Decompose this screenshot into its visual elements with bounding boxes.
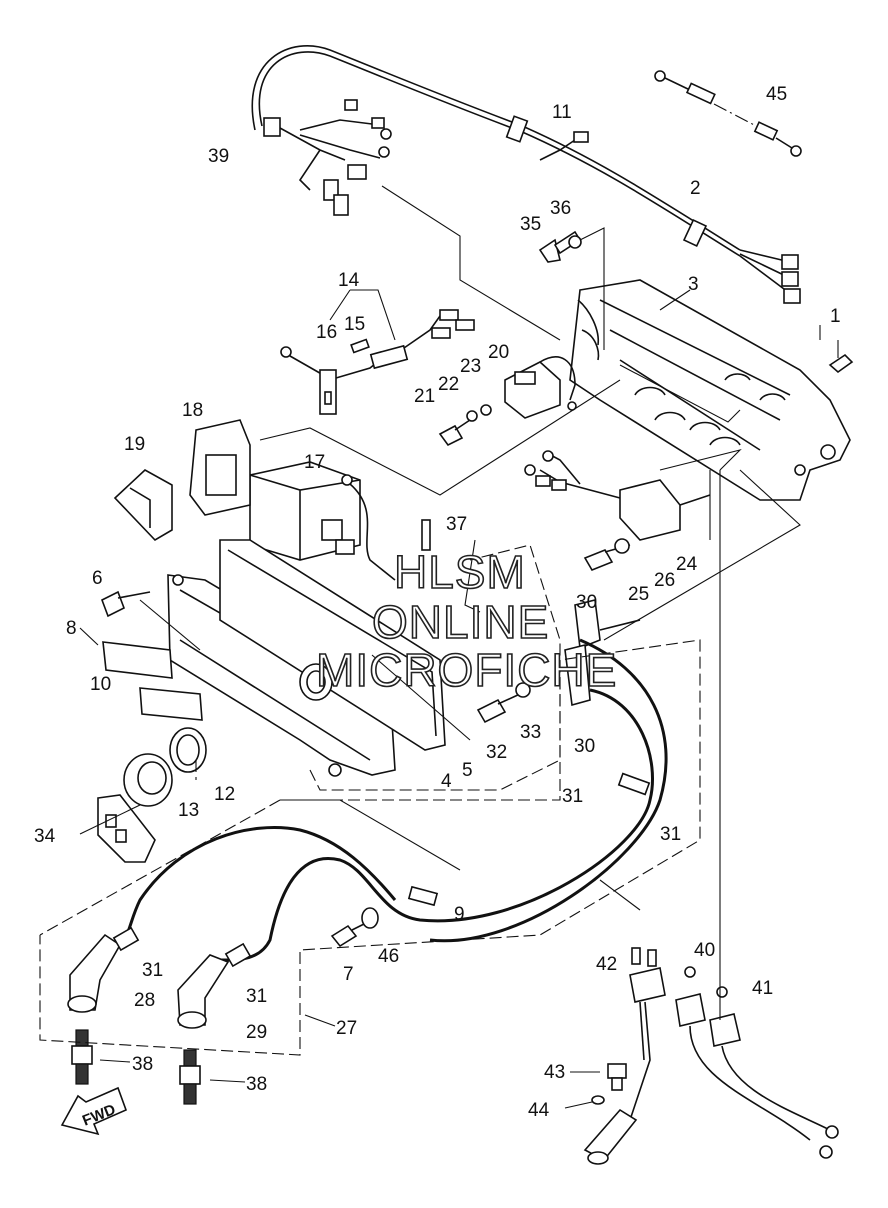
part-29-plug-cap (177, 942, 252, 1029)
callout-31-b: 31 (660, 824, 681, 845)
high-tension-cords (118, 638, 668, 962)
callout-33: 33 (520, 722, 541, 743)
callout-32: 32 (486, 742, 507, 763)
part-34-cover (97, 794, 156, 863)
callout-31-d: 31 (246, 986, 267, 1007)
callout-17: 17 (304, 452, 325, 473)
callout-21: 21 (414, 386, 435, 407)
part-4-cover (167, 574, 396, 777)
watermark-line-1: HLSM (394, 546, 526, 598)
part-43-plug (607, 1063, 627, 1091)
part-3-bracket (569, 279, 851, 501)
part-28-plug-cap (67, 926, 140, 1013)
callout-10: 10 (90, 674, 111, 695)
callout-25: 25 (628, 584, 649, 605)
watermark-line-3: MICROFICHE (316, 644, 617, 696)
part-5-gasket (219, 539, 446, 751)
callout-31-c: 31 (142, 960, 163, 981)
callout-41: 41 (752, 978, 773, 999)
part-8-label (102, 641, 173, 679)
callout-38-a: 38 (132, 1054, 153, 1075)
part-38-spark-plug-b (179, 1049, 201, 1105)
callout-30-bottom: 30 (574, 736, 595, 757)
callout-28: 28 (134, 990, 155, 1011)
part-12-oring (169, 663, 333, 773)
callout-34: 34 (34, 826, 56, 847)
callout-labels: 1 2 3 4 5 6 7 8 9 10 11 12 13 14 15 16 1… (34, 84, 841, 1121)
callout-20: 20 (488, 342, 509, 363)
callout-12: 12 (214, 784, 235, 805)
fwd-direction-arrow: FWD (60, 1086, 128, 1136)
callout-6: 6 (92, 568, 103, 589)
callout-7: 7 (343, 964, 354, 985)
watermark: HLSM ONLINE MICROFICHE (315, 545, 617, 697)
part-45-lead (654, 70, 802, 157)
callout-11: 11 (552, 102, 572, 123)
part-46-collar (361, 907, 379, 929)
callout-1: 1 (830, 306, 841, 327)
callout-42: 42 (596, 954, 617, 975)
callout-5: 5 (462, 760, 473, 781)
main-wire-harness (251, 45, 801, 304)
callout-43: 43 (544, 1062, 565, 1083)
callout-16: 16 (316, 322, 337, 343)
callout-44: 44 (528, 1100, 550, 1121)
part-44-washer (591, 1095, 605, 1105)
part-10-label (139, 687, 203, 721)
callout-22: 22 (438, 374, 459, 395)
callout-4: 4 (441, 771, 452, 792)
leader-lines (79, 185, 821, 1109)
part-1-screw (828, 340, 854, 374)
callout-24: 24 (676, 554, 698, 575)
part-40-terminal (675, 966, 833, 1159)
watermark-line-2: ONLINE (372, 596, 549, 648)
callout-18: 18 (182, 400, 203, 421)
callout-29: 29 (246, 1022, 267, 1043)
callout-37: 37 (446, 514, 467, 535)
part-17-cdi-unit (249, 461, 396, 581)
dashed-group-lines (39, 544, 701, 1056)
part-6-bolt (100, 590, 151, 618)
part-cable-boot (583, 1108, 638, 1165)
part-37-tie (421, 519, 431, 551)
part-20-rectifier (438, 356, 577, 447)
callout-35: 35 (520, 214, 541, 235)
part-38-spark-plug-a (71, 1029, 93, 1085)
part-7-screw (330, 921, 369, 948)
callout-31-a: 31 (562, 786, 583, 807)
part-18-bracket (189, 419, 251, 516)
callout-26: 26 (654, 570, 675, 591)
part-19-holder (113, 469, 173, 542)
callout-2: 2 (690, 178, 701, 199)
callout-45: 45 (766, 84, 787, 105)
callout-23: 23 (460, 356, 481, 377)
part-35-36-screw (538, 227, 605, 350)
callout-30-top: 30 (576, 592, 597, 613)
callout-39: 39 (208, 146, 229, 167)
callout-27: 27 (336, 1018, 357, 1039)
callout-40: 40 (694, 940, 715, 961)
callout-13: 13 (178, 800, 199, 821)
callout-36: 36 (550, 198, 571, 219)
callout-15: 15 (344, 314, 365, 335)
callout-19: 19 (124, 434, 145, 455)
callout-14: 14 (338, 270, 360, 291)
part-24-solenoid (524, 450, 711, 541)
part-25-26-screw (583, 538, 631, 571)
callout-46: 46 (378, 946, 399, 967)
part-13-cap (123, 753, 173, 807)
callout-3: 3 (688, 274, 699, 295)
part-41-terminal (709, 986, 839, 1139)
part-14-16-switch (280, 289, 475, 415)
callout-38-b: 38 (246, 1074, 267, 1095)
part-30-holder (564, 599, 641, 707)
part-32-33-screw (476, 682, 531, 724)
callout-9: 9 (454, 904, 465, 925)
callout-8: 8 (66, 618, 77, 639)
